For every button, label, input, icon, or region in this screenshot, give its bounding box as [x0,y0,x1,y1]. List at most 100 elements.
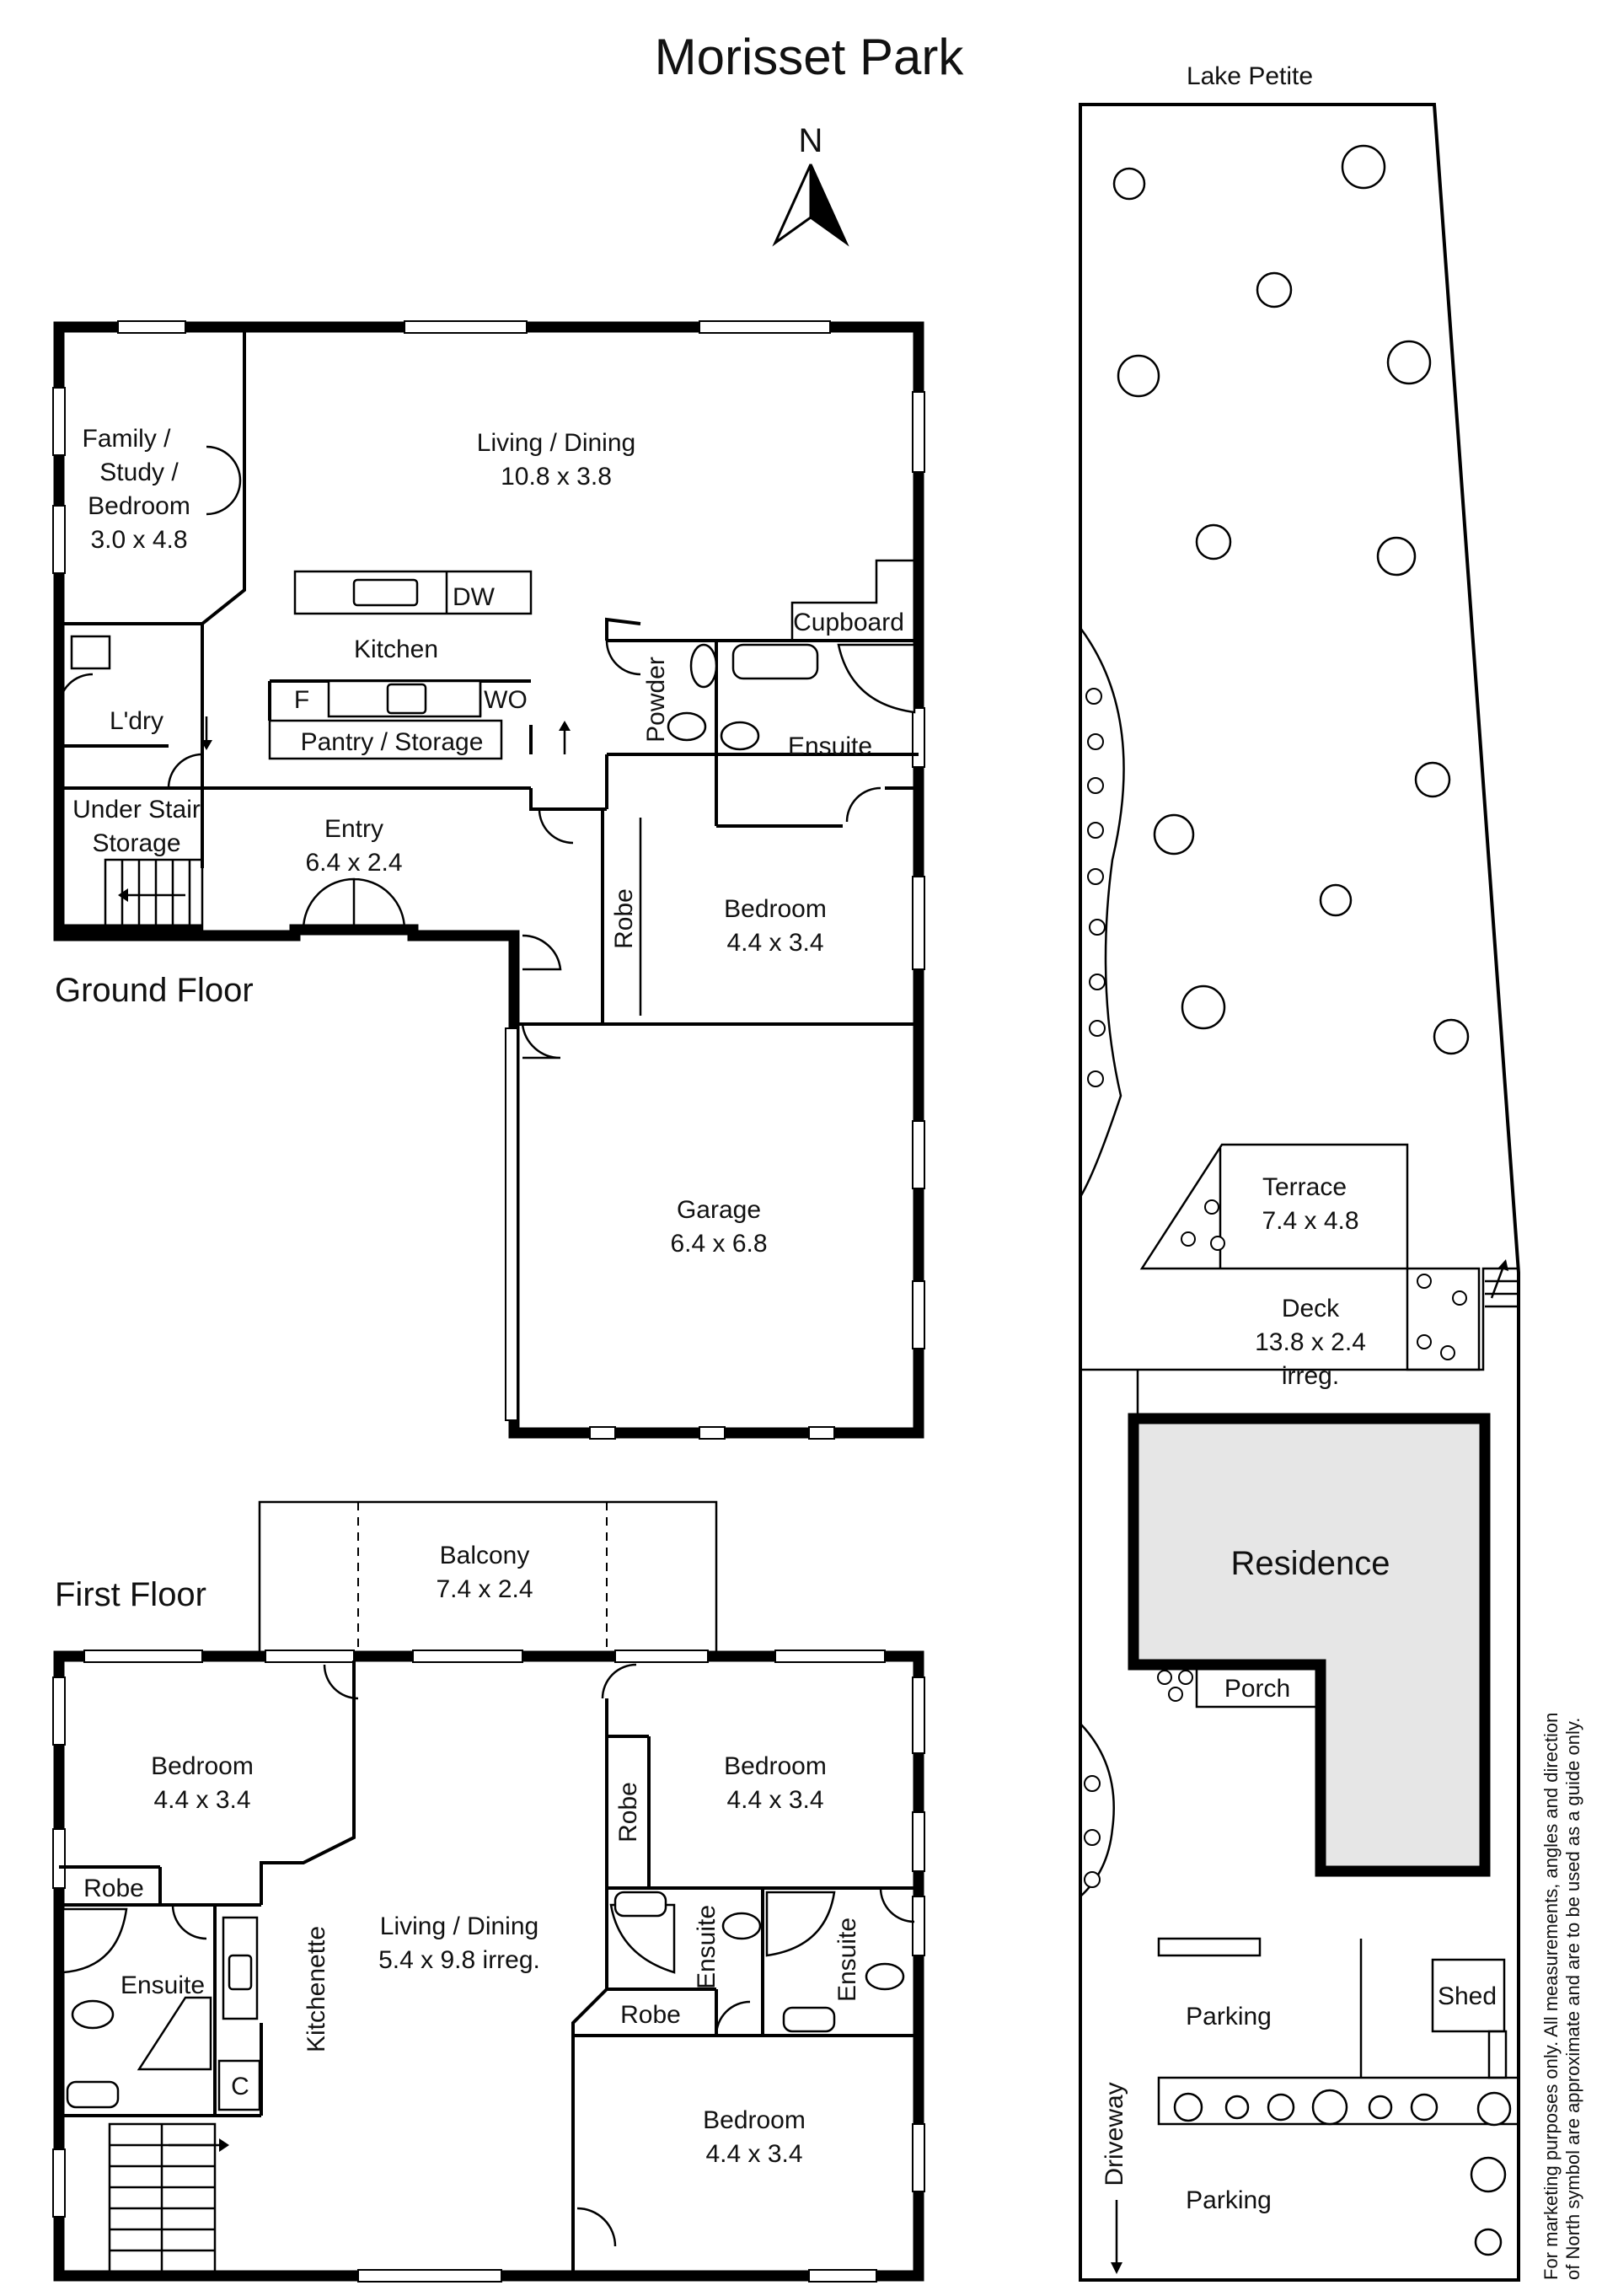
family-door [206,445,242,516]
ensuite1-label: Ensuite [121,1971,205,1999]
balcony-dims: 7.4 x 2.4 [436,1575,533,1603]
powder-wall [605,617,641,641]
basin-icon [782,2006,836,2033]
bedroom-dims: 4.4 x 3.4 [726,929,823,957]
planter-strip [1157,2076,1520,2126]
hall-walls [529,725,608,811]
cupboard-label: Cupboard [793,609,904,636]
window [699,320,831,334]
shower-icon [609,1903,676,1974]
window [117,320,186,334]
bedroom2-dims: 4.4 x 3.4 [726,1786,823,1814]
arrow-down-head-icon [201,740,212,750]
living-east-wall [571,1988,608,2276]
toilet-icon [720,721,760,751]
pantry-storage [268,719,503,760]
site-labels: Lake Petite Terrace 7.4 x 4.8 Deck 13.8 … [1101,62,1583,2280]
disclaimer-line-2: of North symbol are approximate and are … [1562,1718,1583,2280]
terrace-dims: 7.4 x 4.8 [1262,1207,1358,1235]
planter-strip [1157,1937,1262,1957]
window [808,1426,835,1440]
window [83,1650,203,1663]
window [52,1828,66,1889]
stairs-icon [108,2122,229,2277]
robe1-label: Robe [83,1875,144,1902]
toilet-icon [865,1962,905,1991]
garage-entry-door [522,934,562,971]
terrace-label: Terrace [1262,1173,1347,1201]
bath-icon [137,1996,212,2071]
bedroom1-label: Bedroom [151,1752,254,1780]
window [912,1120,925,1189]
entry-label: Entry [324,815,383,843]
dw-label: DW [453,583,496,611]
balcony-label: Balcony [440,1542,530,1569]
cupboard-outline [790,559,919,641]
ensuite2-label: Ensuite [693,1905,721,1989]
window [52,387,66,456]
powder-label: Powder [642,657,670,743]
window [589,1426,616,1440]
bedroom1-door [323,1664,359,1700]
site-boundary [1079,103,1520,2282]
robe2-label: Robe [614,1782,642,1843]
ensuite-label: Ensuite [788,732,872,760]
basin-icon [613,1891,667,1918]
deck-outline [1080,1267,1517,1371]
lake-label: Lake Petite [1187,62,1313,90]
window [912,707,925,768]
plan-title: Morisset Park [655,29,965,85]
family-label-4: 3.0 x 4.8 [90,526,187,554]
arrow-up-head-icon [559,721,571,731]
family-room-wall [59,327,246,625]
window [412,1650,523,1663]
parking-label-1: Parking [1186,2003,1272,2030]
bedroom1-dims: 4.4 x 3.4 [153,1786,250,1814]
terrace-outline [1139,1143,1409,1270]
site-plan [1079,103,1520,2282]
garage-door-swing [521,1023,561,1059]
bedroom1-wall [260,1660,356,1905]
pantry-label: Pantry / Storage [301,728,484,756]
window [912,1811,925,1872]
ground-floor-label: Ground Floor [55,972,254,1009]
shrub-icons [1084,688,1467,1888]
ensuite3-label: Ensuite [833,1918,861,2002]
kitchenette-sink-icon [228,1954,253,1991]
window [52,505,66,574]
robe-label: Robe [610,888,638,949]
window [912,1280,925,1349]
toilet-icon [667,711,707,742]
north-label: N [799,122,823,159]
garage-dims: 6.4 x 6.8 [670,1230,767,1258]
window [404,320,528,334]
living-first-dims: 5.4 x 9.8 irreg. [378,1946,540,1974]
kitchenette-label: Kitchenette [303,1926,330,2052]
ground-labels: Family / Study / Bedroom 3.0 x 4.8 Livin… [55,425,904,1258]
garage-door [505,1027,518,1421]
tree-icons [1112,144,1512,2256]
north-arrow-icon [772,164,849,247]
window [699,1426,726,1440]
garden-bed-edge [1079,627,1125,1198]
living-label: Living / Dining [477,429,635,457]
toilet-icon [71,1999,115,2030]
cupboard-c-label: C [231,2073,249,2100]
shed-label: Shed [1438,1982,1497,2010]
residence-footprint [1128,1413,1491,1877]
stairs-icon [104,858,204,937]
bedroom3-door [715,2000,751,2036]
window [265,1650,355,1663]
cooktop-icon [386,683,427,715]
bedroom2-door [601,1663,637,1699]
bedroom3-dims: 4.4 x 3.4 [705,2140,802,2168]
garden-bed-edge [1080,1723,1115,1897]
parking-label-2: Parking [1186,2186,1272,2214]
living-first-label: Living / Dining [380,1912,538,1940]
shower-icon [765,1891,836,1957]
planter-strip [1487,2030,1508,2079]
bedroom3-label: Bedroom [703,2106,806,2134]
window [912,876,925,970]
sink-icon [352,578,419,607]
